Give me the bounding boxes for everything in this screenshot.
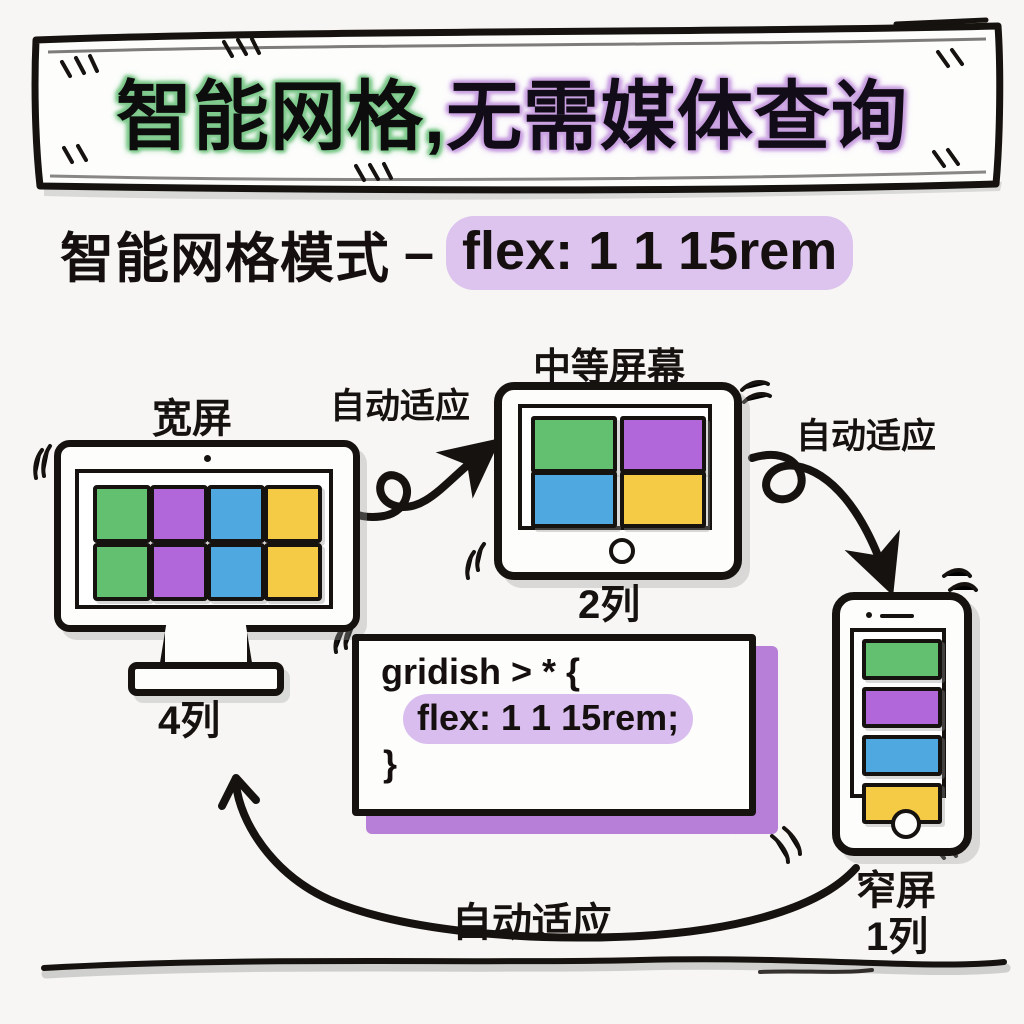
code-box: gridish > * { flex: 1 1 15rem; }: [352, 634, 756, 816]
phone-home-button-icon: [891, 809, 921, 839]
home-button-icon: [609, 538, 635, 564]
arrow-label-tablet-to-phone: 自动适应: [796, 417, 937, 456]
grid-tile-purple: [150, 543, 208, 601]
code-line-2: flex: 1 1 15rem;: [403, 693, 694, 744]
desktop-screen: [75, 469, 333, 609]
webcam-icon: [203, 455, 211, 462]
tablet-screen: [518, 404, 712, 530]
tablet-device: [494, 382, 742, 580]
phone-device: [832, 592, 972, 856]
phone-bottom-label: 1列: [866, 915, 929, 959]
title-banner: 智能网格, 无需媒体查询: [28, 30, 996, 190]
desktop-tile-grid: [93, 485, 322, 601]
phone-tile-grid: [862, 639, 942, 824]
subtitle-dash: –: [404, 223, 435, 283]
monitor-base: [128, 662, 284, 696]
grid-tile-yellow: [264, 543, 322, 601]
subtitle-code-pill: flex: 1 1 15rem: [446, 216, 854, 290]
grid-tile-green: [93, 485, 151, 543]
bottom-rule: [41, 956, 1007, 971]
grid-tile-yellow: [620, 471, 706, 528]
phone-top-label: 窄屏: [856, 869, 936, 913]
phone-screen: [850, 628, 946, 824]
grid-tile-purple: [150, 485, 208, 543]
desktop-bottom-label: 4列: [158, 699, 221, 743]
title-text-row: 智能网格, 无需媒体查询: [28, 30, 996, 190]
code-line-2-wrapper: flex: 1 1 15rem;: [359, 693, 749, 744]
grid-tile-yellow: [264, 485, 322, 543]
grid-tile-purple: [862, 687, 942, 728]
grid-tile-green: [862, 639, 942, 680]
subtitle-label: 智能网格模式: [60, 228, 390, 289]
subtitle: 智能网格模式 – flex: 1 1 15rem: [60, 212, 980, 294]
code-line-3: }: [383, 742, 398, 784]
grid-tile-green: [93, 543, 151, 601]
desktop-monitor: [54, 440, 360, 632]
grid-tile-green: [531, 416, 617, 473]
speaker-icon: [880, 614, 914, 618]
grid-tile-blue: [207, 543, 265, 601]
grid-tile-purple: [620, 416, 706, 473]
arrow-phone-to-desktop-head: [218, 774, 260, 810]
bottom-rule-shadow: [41, 960, 1011, 979]
grid-tile-blue: [207, 485, 265, 543]
arrow-tablet-to-phone: [748, 451, 901, 597]
arrow-label-phone-to-desktop: 自动适应: [452, 901, 612, 945]
code-line-1: gridish > * {: [381, 651, 581, 692]
page-title-purple: 无需媒体查询: [446, 75, 909, 160]
grid-tile-blue: [862, 735, 942, 776]
arrow-label-desktop-to-tablet: 自动适应: [330, 387, 471, 426]
front-camera-icon: [866, 612, 872, 618]
desktop-top-label: 宽屏: [152, 397, 232, 441]
tablet-bottom-label: 2列: [578, 583, 641, 627]
grid-tile-blue: [531, 471, 617, 528]
tablet-tile-grid: [531, 416, 706, 528]
page-title-green: 智能网格,: [115, 75, 447, 160]
